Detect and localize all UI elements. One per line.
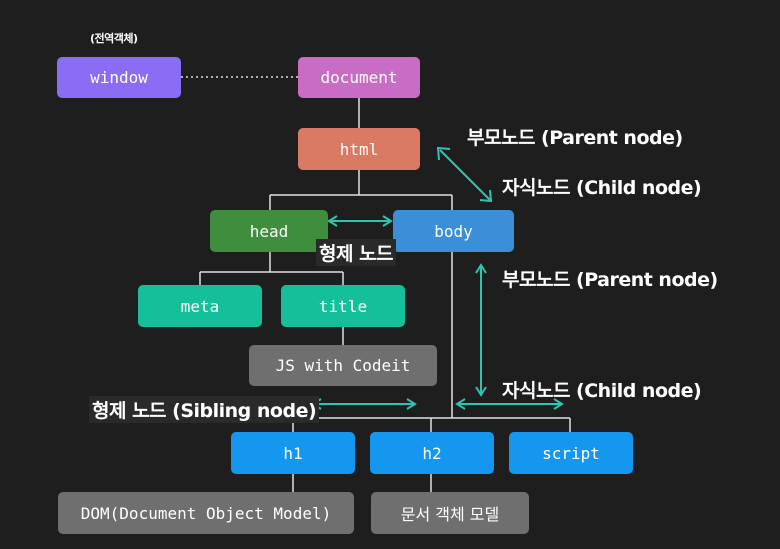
sibling-node-label-top: 형제 노드 — [316, 239, 397, 266]
title-node: title — [281, 285, 405, 327]
child-node-label-mid: 자식노드 (Child node) — [502, 380, 702, 402]
child-node-label-top: 자식노드 (Child node) — [502, 177, 702, 199]
h1-node: h1 — [231, 432, 355, 474]
sibling-node-label-bottom: 형제 노드 (Sibling node) — [89, 396, 320, 423]
html-body-arrow — [439, 149, 491, 201]
parent-node-label-top: 부모노드 (Parent node) — [467, 127, 683, 149]
parent-node-label-mid: 부모노드 (Parent node) — [502, 269, 718, 291]
meta-node: meta — [138, 285, 262, 327]
body-node: body — [393, 210, 514, 252]
dom-korean-text-node: 문서 객체 모델 — [371, 492, 529, 534]
window-node: window — [57, 57, 181, 98]
script-node: script — [509, 432, 633, 474]
relation-arrows — [311, 146, 564, 410]
html-node: html — [298, 128, 420, 170]
h2-node: h2 — [370, 432, 494, 474]
dom-text-node: DOM(Document Object Model) — [58, 492, 354, 534]
document-node: document — [298, 57, 420, 98]
global-object-label: (전역객체) — [90, 32, 138, 45]
head-node: head — [210, 210, 328, 252]
title-text-node: JS with Codeit — [249, 345, 437, 386]
